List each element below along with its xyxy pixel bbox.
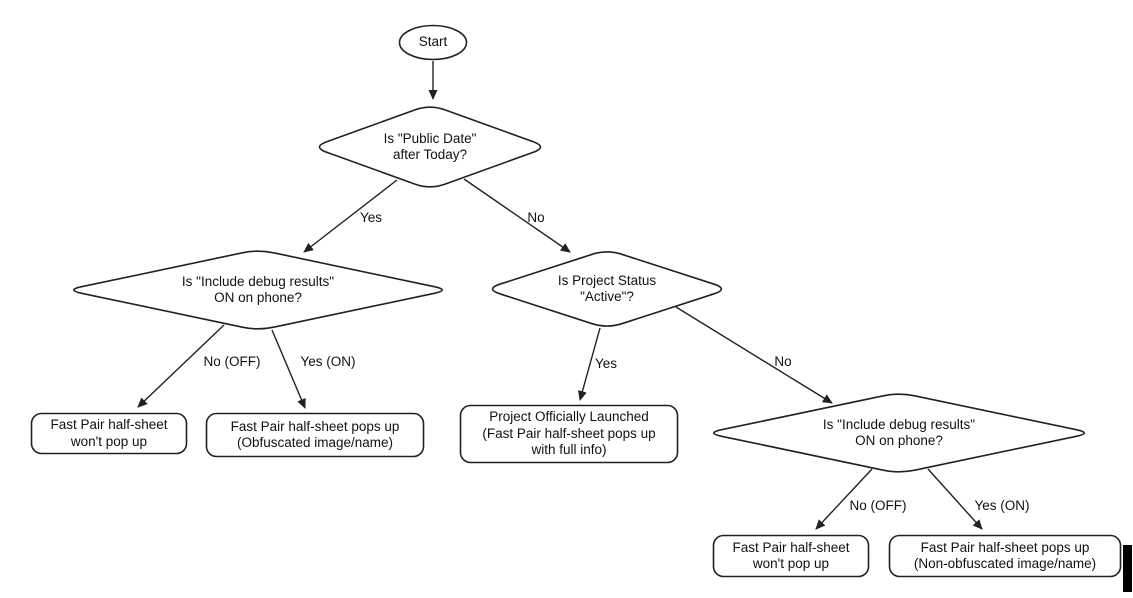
diamond-shape xyxy=(73,250,443,330)
edge-label-project-status-decision-to-debug-results-decision-right: No xyxy=(774,354,792,369)
node-label-no-popup-right: Fast Pair half-sheet won't pop up xyxy=(732,539,850,572)
roundrect-shape xyxy=(712,534,870,578)
roundrect-shape xyxy=(205,412,425,458)
edge-label-public-date-decision-to-project-status-decision: No xyxy=(527,210,545,225)
edge-label-debug-results-decision-left-to-obfuscated-popup: Yes (ON) xyxy=(300,354,356,369)
node-label-project-launched: Project Officially Launched (Fast Pair h… xyxy=(482,409,656,458)
node-label-debug-results-decision-right: Is "Include debug results" ON on phone? xyxy=(822,416,976,449)
roundrect-shape xyxy=(888,534,1122,578)
node-label-debug-results-decision-left: Is "Include debug results" ON on phone? xyxy=(181,273,335,306)
node-label-start: Start xyxy=(418,34,448,50)
roundrect-shape xyxy=(30,412,188,455)
node-public-date-decision: Is "Public Date" after Today? xyxy=(310,103,550,191)
node-debug-results-decision-right: Is "Include debug results" ON on phone? xyxy=(704,391,1094,475)
node-label-public-date-decision: Is "Public Date" after Today? xyxy=(383,130,477,163)
edge-label-project-status-decision-to-project-launched: Yes xyxy=(594,356,618,371)
node-no-popup-left: Fast Pair half-sheet won't pop up xyxy=(30,412,188,455)
node-obfuscated-popup: Fast Pair half-sheet pops up (Obfuscated… xyxy=(205,412,425,458)
node-project-status-decision: Is Project Status "Active"? xyxy=(483,248,731,330)
edge-label-debug-results-decision-right-to-no-popup-right: No (OFF) xyxy=(849,498,907,513)
diamond-shape xyxy=(713,393,1085,473)
roundrect-shape xyxy=(459,404,679,464)
node-start: Start xyxy=(398,24,468,61)
diamond-shape xyxy=(318,106,542,188)
node-label-project-status-decision: Is Project Status "Active"? xyxy=(557,272,657,305)
node-label-non-obfuscated-popup: Fast Pair half-sheet pops up (Non-obfusc… xyxy=(913,539,1097,572)
node-project-launched: Project Officially Launched (Fast Pair h… xyxy=(459,404,679,464)
node-label-obfuscated-popup: Fast Pair half-sheet pops up (Obfuscated… xyxy=(230,418,400,451)
edge-label-debug-results-decision-right-to-non-obfuscated-popup: Yes (ON) xyxy=(974,498,1030,513)
node-non-obfuscated-popup: Fast Pair half-sheet pops up (Non-obfusc… xyxy=(888,534,1122,578)
text-cursor-artifact xyxy=(1123,545,1132,592)
diamond-shape xyxy=(491,251,723,327)
node-label-no-popup-left: Fast Pair half-sheet won't pop up xyxy=(50,417,168,449)
ellipse-shape xyxy=(398,24,468,61)
node-debug-results-decision-left: Is "Include debug results" ON on phone? xyxy=(64,248,452,332)
edge-label-public-date-decision-to-debug-results-decision-left: Yes xyxy=(359,210,383,225)
node-no-popup-right: Fast Pair half-sheet won't pop up xyxy=(712,534,870,578)
edge-label-debug-results-decision-left-to-no-popup-left: No (OFF) xyxy=(203,354,261,369)
